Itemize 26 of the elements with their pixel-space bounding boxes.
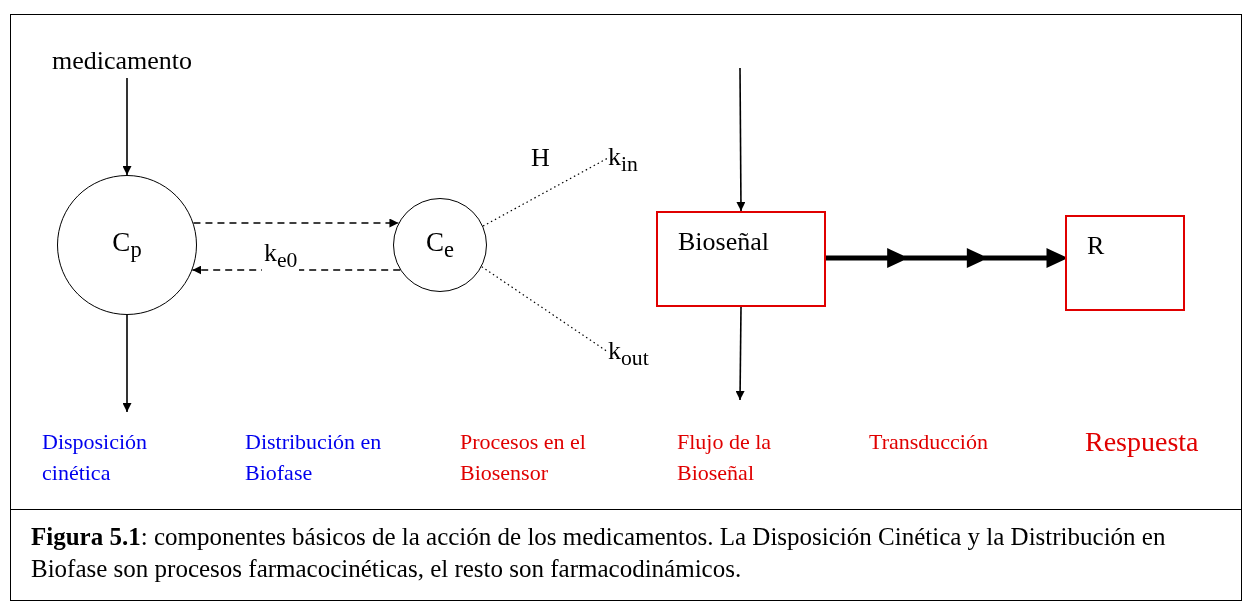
text-label: k$_{out}$	[608, 336, 649, 374]
variable-label: H	[531, 142, 551, 173]
node-label: C$_{p}$	[112, 226, 142, 264]
stage-label: Procesos en el Biosensor	[460, 428, 587, 487]
text-label: medicamento	[52, 46, 193, 76]
stage-label: Flujo de la Bioseñal	[677, 428, 773, 487]
connector-line	[481, 266, 609, 353]
process-box	[1065, 215, 1185, 311]
process-box	[656, 211, 826, 307]
connector-line	[482, 157, 609, 227]
node-label: C$_{e}$	[426, 226, 454, 264]
figure-caption: Figura 5.1: componentes básicos de la acción de los medicamentos. La Disposición Cinética y la Distribución en Biofase son procesos farmacocinéticas, el resto son farmacodinámicos.	[10, 509, 1242, 601]
arrow	[735, 306, 745, 401]
arrow	[122, 314, 132, 413]
arrow	[191, 265, 401, 275]
node-label: Bioseñal	[678, 227, 769, 256]
stage-label: Transducción	[869, 428, 989, 456]
arrow	[122, 77, 132, 176]
text-label: k$_{in}$	[608, 142, 638, 180]
node-label: R	[1087, 231, 1105, 260]
thick-arrow	[823, 249, 1068, 267]
stage-label: Disposición cinética	[42, 428, 149, 487]
arrow	[192, 218, 400, 228]
stage-label: Respuesta	[1085, 426, 1200, 457]
arrow	[736, 67, 746, 212]
stage-label: Distribución en Biofase	[245, 428, 383, 487]
